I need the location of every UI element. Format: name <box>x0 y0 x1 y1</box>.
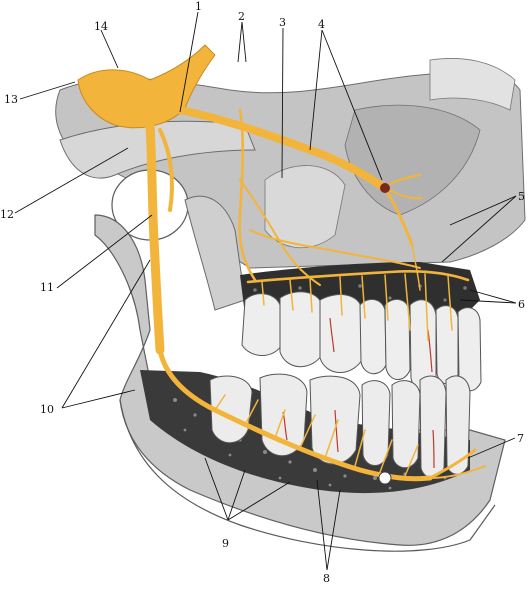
label-12: 12 <box>0 208 14 221</box>
lower-incisor <box>445 375 471 475</box>
lower-molar-3 <box>209 375 253 444</box>
coronoid-process <box>184 195 246 311</box>
label-13: 13 <box>4 93 18 106</box>
label-6: 6 <box>518 298 525 311</box>
label-9: 9 <box>222 537 229 550</box>
label-2: 2 <box>238 10 245 23</box>
label-3: 3 <box>279 16 286 29</box>
lower-premolar-1 <box>391 380 421 469</box>
label-14: 14 <box>94 20 108 33</box>
label-10: 10 <box>40 403 54 416</box>
upper-premolar-1 <box>384 298 411 380</box>
lower-molar-1 <box>309 375 361 465</box>
upper-incisor-2 <box>435 305 459 385</box>
upper-molar-2 <box>279 291 323 368</box>
lower-canine <box>419 375 447 479</box>
label-8: 8 <box>323 572 330 585</box>
number-labels: 1 2 3 4 5 6 7 8 9 10 11 12 13 14 <box>0 0 525 585</box>
label-11: 11 <box>40 281 54 294</box>
lower-premolar-2 <box>361 380 391 466</box>
lingual-nerve <box>158 128 174 212</box>
label-7: 7 <box>517 432 524 445</box>
label-1: 1 <box>195 0 202 13</box>
upper-teeth <box>241 291 482 392</box>
label-4: 4 <box>318 18 325 31</box>
label-5: 5 <box>518 190 525 203</box>
mandibular-nerve <box>145 120 165 355</box>
superior-dental-plexus <box>246 269 470 284</box>
inferior-alveolar-nerve <box>157 347 433 482</box>
upper-molar-3 <box>241 293 283 356</box>
mental-nerve <box>428 448 477 480</box>
leader-lines <box>14 11 517 571</box>
